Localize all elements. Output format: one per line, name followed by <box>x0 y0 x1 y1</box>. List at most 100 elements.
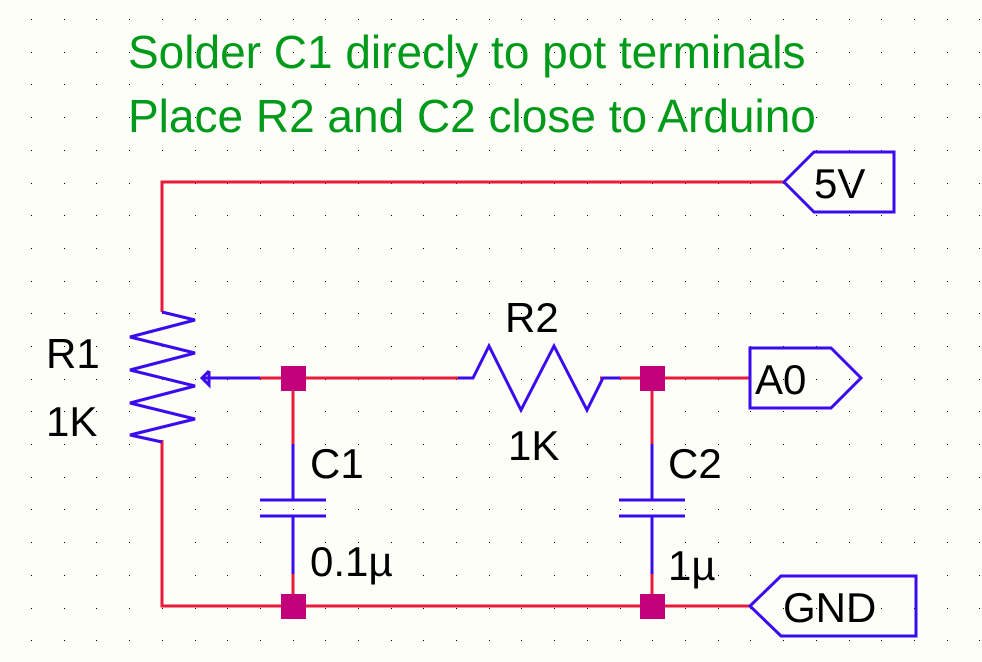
grid-dot <box>750 215 751 216</box>
grid-dot <box>64 640 65 641</box>
grid-dot <box>914 52 915 53</box>
grid-dot <box>325 346 326 347</box>
grid-dot <box>423 608 424 609</box>
grid-dot <box>489 313 490 314</box>
grid-dot <box>64 84 65 85</box>
grid-dot <box>227 150 228 151</box>
grid-dot <box>489 477 490 478</box>
wire-5v[interactable] <box>160 180 784 312</box>
grid-dot <box>979 117 980 118</box>
grid-dot <box>423 52 424 53</box>
grid-dot <box>64 248 65 249</box>
grid-dot <box>914 150 915 151</box>
grid-dot <box>64 52 65 53</box>
grid-dot <box>881 281 882 282</box>
grid-dot <box>129 215 130 216</box>
grid-dot <box>293 215 294 216</box>
grid-dot <box>260 477 261 478</box>
grid-dot <box>456 281 457 282</box>
grid-dot <box>783 215 784 216</box>
grid-dot <box>816 509 817 510</box>
grid-dot <box>947 19 948 20</box>
grid-dot <box>554 379 555 380</box>
grid-dot <box>947 575 948 576</box>
grid-dot <box>554 150 555 151</box>
grid-dot <box>64 477 65 478</box>
grid-dot <box>391 542 392 543</box>
grid-dot <box>521 608 522 609</box>
grid-dot <box>96 575 97 576</box>
grid-dot <box>587 444 588 445</box>
grid-dot <box>423 117 424 118</box>
grid-dot <box>96 183 97 184</box>
port-gnd[interactable]: GND <box>747 574 918 638</box>
grid-dot <box>750 509 751 510</box>
grid-dot <box>620 575 621 576</box>
grid-dot <box>718 346 719 347</box>
grid-dot <box>750 84 751 85</box>
grid-dot <box>620 150 621 151</box>
grid-dot <box>96 150 97 151</box>
r1-potentiometer[interactable] <box>129 310 260 444</box>
grid-dot <box>96 248 97 249</box>
grid-dot <box>96 608 97 609</box>
grid-dot <box>947 444 948 445</box>
grid-dot <box>914 379 915 380</box>
grid-dot <box>881 640 882 641</box>
grid-dot <box>31 411 32 412</box>
r1-value: 1K <box>46 398 97 445</box>
grid-dot <box>620 281 621 282</box>
grid-dot <box>947 379 948 380</box>
grid-dot <box>293 84 294 85</box>
grid-dot <box>979 248 980 249</box>
port-5v-label: 5V <box>814 160 865 207</box>
port-a0[interactable]: A0 <box>748 346 864 410</box>
grid-dot <box>947 313 948 314</box>
c2-capacitor[interactable] <box>619 444 685 574</box>
grid-dot <box>64 346 65 347</box>
grid-dot <box>587 215 588 216</box>
grid-dot <box>620 19 621 20</box>
c1-value: 0.1µ <box>310 538 393 585</box>
grid-dot <box>783 608 784 609</box>
grid-dot <box>195 215 196 216</box>
grid-dot <box>391 52 392 53</box>
grid-dot <box>947 215 948 216</box>
grid-dot <box>456 84 457 85</box>
grid-dot <box>783 150 784 151</box>
grid-dot <box>587 281 588 282</box>
grid-dot <box>816 117 817 118</box>
grid-dot <box>260 542 261 543</box>
wire-gnd[interactable] <box>160 440 750 608</box>
grid-dot <box>685 19 686 20</box>
c1-capacitor[interactable] <box>260 444 326 574</box>
grid-dot <box>750 542 751 543</box>
grid-dot <box>358 281 359 282</box>
grid-dot <box>521 281 522 282</box>
grid-dot <box>881 608 882 609</box>
grid-dot <box>391 575 392 576</box>
grid-dot <box>456 215 457 216</box>
junction-a0 <box>640 366 665 391</box>
grid-dot <box>195 346 196 347</box>
grid-dot <box>358 542 359 543</box>
grid-dot <box>685 117 686 118</box>
r2-resistor[interactable] <box>458 342 620 414</box>
grid-dot <box>783 640 784 641</box>
grid-dot <box>423 640 424 641</box>
grid-dot <box>816 52 817 53</box>
port-5v[interactable]: 5V <box>781 150 896 214</box>
grid-dot <box>685 52 686 53</box>
grid-dot <box>554 542 555 543</box>
grid-dot <box>423 542 424 543</box>
grid-dot <box>260 509 261 510</box>
grid-dot <box>947 509 948 510</box>
grid-dot <box>783 477 784 478</box>
grid-dot <box>195 444 196 445</box>
grid-dot <box>816 640 817 641</box>
grid-dot <box>783 379 784 380</box>
grid-dot <box>195 84 196 85</box>
grid-dot <box>456 150 457 151</box>
grid-dot <box>947 608 948 609</box>
